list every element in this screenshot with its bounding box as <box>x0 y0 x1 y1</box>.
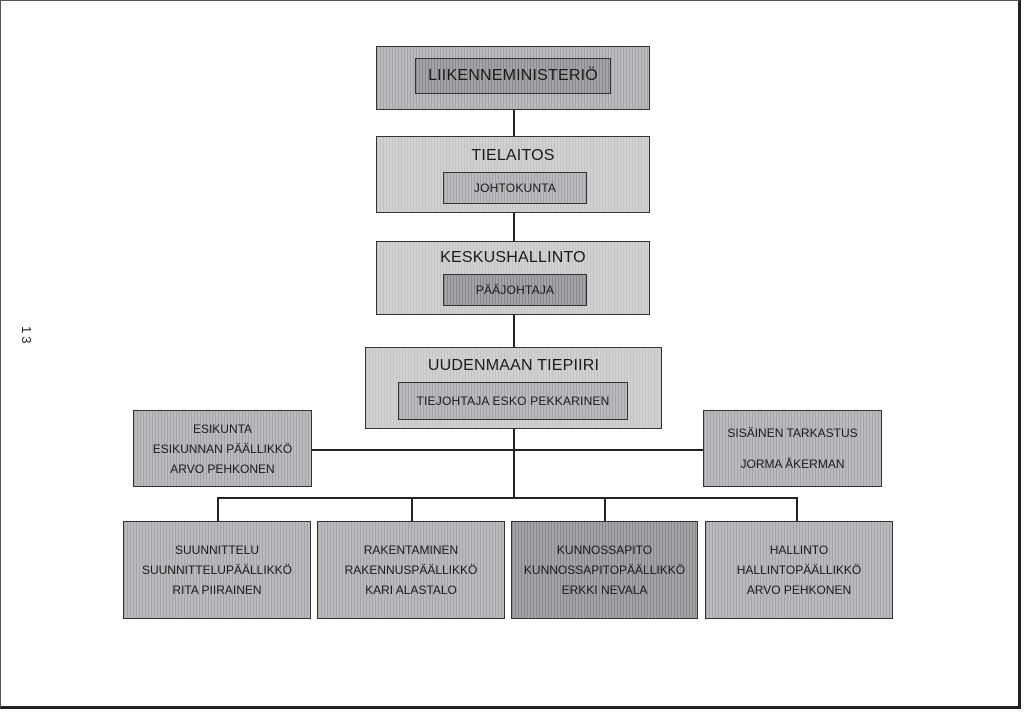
staff-person-label: ARVO PEHKONEN <box>170 461 275 476</box>
unit-role: RAKENNUSPÄÄLLIKKÖ <box>344 563 478 577</box>
district-box: UUDENMAAN TIEPIIRI TIEJOHTAJA ESKO PEKKA… <box>365 347 662 429</box>
central-admin-box: KESKUSHALLINTO PÄÄJOHTAJA <box>376 241 650 315</box>
connector-units-bus <box>218 497 798 499</box>
connector-unit-3 <box>604 497 606 521</box>
district-director-box: TIEJOHTAJA ESKO PEKKARINEN <box>398 382 628 420</box>
staff-role-label: ESIKUNNAN PÄÄLLIKKÖ <box>152 441 293 456</box>
central-admin-title: KESKUSHALLINTO <box>440 249 586 266</box>
connector-central-district <box>513 315 515 347</box>
unit-box-planning: SUUNNITTELU SUUNNITTELUPÄÄLLIKKÖ RITA PI… <box>123 521 311 619</box>
agency-board-box: JOHTOKUNTA <box>443 172 587 204</box>
unit-person: ARVO PEHKONEN <box>746 583 852 597</box>
staff-unit-label: ESIKUNTA <box>192 421 253 436</box>
agency-title: TIELAITOS <box>471 147 555 164</box>
agency-box: TIELAITOS JOHTOKUNTA <box>376 136 650 213</box>
page-number: 13 <box>19 326 34 347</box>
unit-box-construction: RAKENTAMINEN RAKENNUSPÄÄLLIKKÖ KARI ALAS… <box>317 521 505 619</box>
unit-role: HALLINTOPÄÄLLIKKÖ <box>736 563 862 577</box>
audit-unit-label: SISÄINEN TARKASTUS <box>727 425 858 440</box>
connector-ministry-agency <box>513 110 515 136</box>
unit-name: SUUNNITTELU <box>174 543 259 557</box>
district-title: UUDENMAAN TIEPIIRI <box>427 357 600 374</box>
connector-district-bus <box>513 429 515 498</box>
agency-board-label: JOHTOKUNTA <box>473 181 557 195</box>
ministry-label-box: LIIKENNEMINISTERIÖ <box>415 58 611 94</box>
director-general-box: PÄÄJOHTAJA <box>443 274 587 306</box>
unit-role: SUUNNITTELUPÄÄLLIKKÖ <box>141 563 293 577</box>
unit-box-maintenance: KUNNOSSAPITO KUNNOSSAPITOPÄÄLLIKKÖ ERKKI… <box>511 521 698 619</box>
ministry-label: LIIKENNEMINISTERIÖ <box>428 67 598 84</box>
connector-staff-audit <box>312 449 704 451</box>
unit-person: KARI ALASTALO <box>365 583 457 597</box>
connector-unit-4 <box>796 497 798 521</box>
staff-box: ESIKUNTA ESIKUNNAN PÄÄLLIKKÖ ARVO PEHKON… <box>133 410 312 487</box>
unit-person: RITA PIIRAINEN <box>172 583 262 597</box>
district-director-label: TIEJOHTAJA ESKO PEKKARINEN <box>416 394 610 408</box>
connector-agency-central <box>513 213 515 241</box>
unit-person: ERKKI NEVALA <box>561 583 648 597</box>
unit-box-administration: HALLINTO HALLINTOPÄÄLLIKKÖ ARVO PEHKONEN <box>705 521 893 619</box>
audit-box: SISÄINEN TARKASTUS JORMA ÅKERMAN <box>703 410 882 487</box>
unit-name: RAKENTAMINEN <box>363 543 459 557</box>
ministry-box: LIIKENNEMINISTERIÖ <box>376 46 650 110</box>
connector-unit-1 <box>217 497 219 521</box>
audit-person-label: JORMA ÅKERMAN <box>740 457 845 472</box>
unit-role: KUNNOSSAPITOPÄÄLLIKKÖ <box>523 563 686 577</box>
unit-name: HALLINTO <box>769 543 829 557</box>
unit-name: KUNNOSSAPITO <box>556 543 653 557</box>
connector-unit-2 <box>411 497 413 521</box>
director-general-label: PÄÄJOHTAJA <box>475 283 555 297</box>
